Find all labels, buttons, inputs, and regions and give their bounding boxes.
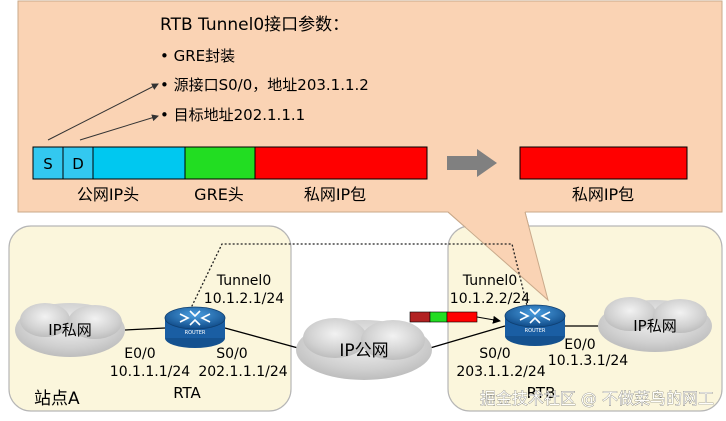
result-private-packet bbox=[519, 146, 688, 180]
rta-tunnel-ip: 10.1.2.1/24 bbox=[204, 291, 285, 307]
rtb-e0-name: E0/0 bbox=[564, 337, 595, 353]
cloud-mid-label: IP公网 bbox=[339, 341, 388, 361]
mini-packet-public bbox=[409, 311, 431, 323]
label-result-private-ip-packet: 私网IP包 bbox=[572, 185, 634, 204]
cloud-icon bbox=[15, 303, 125, 357]
mini-packet-gre bbox=[429, 311, 448, 323]
pointer-arrow-source bbox=[47, 83, 159, 141]
callout-title: RTB Tunnel0接口参数： bbox=[160, 15, 349, 35]
rtb-tunnel-ip: 10.1.2.2/24 bbox=[450, 291, 531, 307]
packet-seg-gre-header bbox=[184, 146, 256, 180]
router-a-name: RTA bbox=[173, 384, 201, 402]
site-a-box bbox=[8, 225, 292, 412]
router-icon bbox=[504, 304, 566, 346]
link-rta-to-public bbox=[224, 327, 299, 349]
watermark-text: 掘金技术社区 @ 不做菜鸟的网工 bbox=[480, 389, 714, 408]
rtb-s0-ip: 203.1.1.2/24 bbox=[456, 364, 545, 380]
cloud-icon bbox=[598, 297, 712, 352]
mini-packet-private bbox=[446, 311, 478, 323]
pointer-arrow-dest bbox=[79, 114, 159, 141]
packet-seg-d bbox=[62, 146, 94, 180]
packet-seg-s-label: S bbox=[43, 155, 53, 173]
right-arrow-icon bbox=[447, 149, 497, 177]
router-a-badge: ROUTER bbox=[185, 330, 206, 336]
link-cloud-a-to-rta bbox=[124, 327, 166, 331]
tunnel-dotted-line bbox=[189, 243, 529, 311]
rta-e0-name: E0/0 bbox=[124, 346, 155, 362]
rta-s0-ip: 202.1.1.1/24 bbox=[198, 364, 287, 380]
cloud-left-label: IP私网 bbox=[48, 321, 91, 339]
rta-tunnel-name: Tunnel0 bbox=[216, 273, 271, 289]
mini-packet-arrow bbox=[476, 315, 501, 324]
router-icon bbox=[164, 306, 226, 348]
packet-seg-public-header bbox=[92, 146, 186, 180]
packet-seg-s bbox=[32, 146, 64, 180]
rtb-tunnel-name: Tunnel0 bbox=[462, 273, 517, 289]
rtb-e0-ip: 10.1.3.1/24 bbox=[548, 353, 629, 369]
rtb-s0-name: S0/0 bbox=[479, 346, 510, 362]
label-public-ip-header: 公网IP头 bbox=[77, 185, 139, 204]
router-b-badge: ROUTER bbox=[525, 328, 546, 334]
label-gre-header: GRE头 bbox=[194, 185, 244, 204]
rta-s0-name: S0/0 bbox=[216, 346, 247, 362]
callout-bullet-1: • GRE封装 bbox=[160, 47, 235, 65]
packet-seg-private-packet bbox=[254, 146, 428, 180]
callout-bullet-2: • 源接口S0/0，地址203.1.1.2 bbox=[160, 76, 369, 94]
callout-bullet-3: • 目标地址202.1.1.1 bbox=[160, 106, 305, 124]
label-private-ip-packet: 私网IP包 bbox=[304, 185, 366, 204]
cloud-right-label: IP私网 bbox=[633, 317, 676, 335]
site-a-label: 站点A bbox=[34, 389, 80, 409]
cloud-icon bbox=[296, 318, 432, 380]
router-b-name: RTB bbox=[527, 384, 556, 402]
packet-seg-d-label: D bbox=[72, 155, 84, 173]
rta-e0-ip: 10.1.1.1/24 bbox=[110, 364, 191, 380]
link-public-to-rtb bbox=[429, 325, 506, 349]
